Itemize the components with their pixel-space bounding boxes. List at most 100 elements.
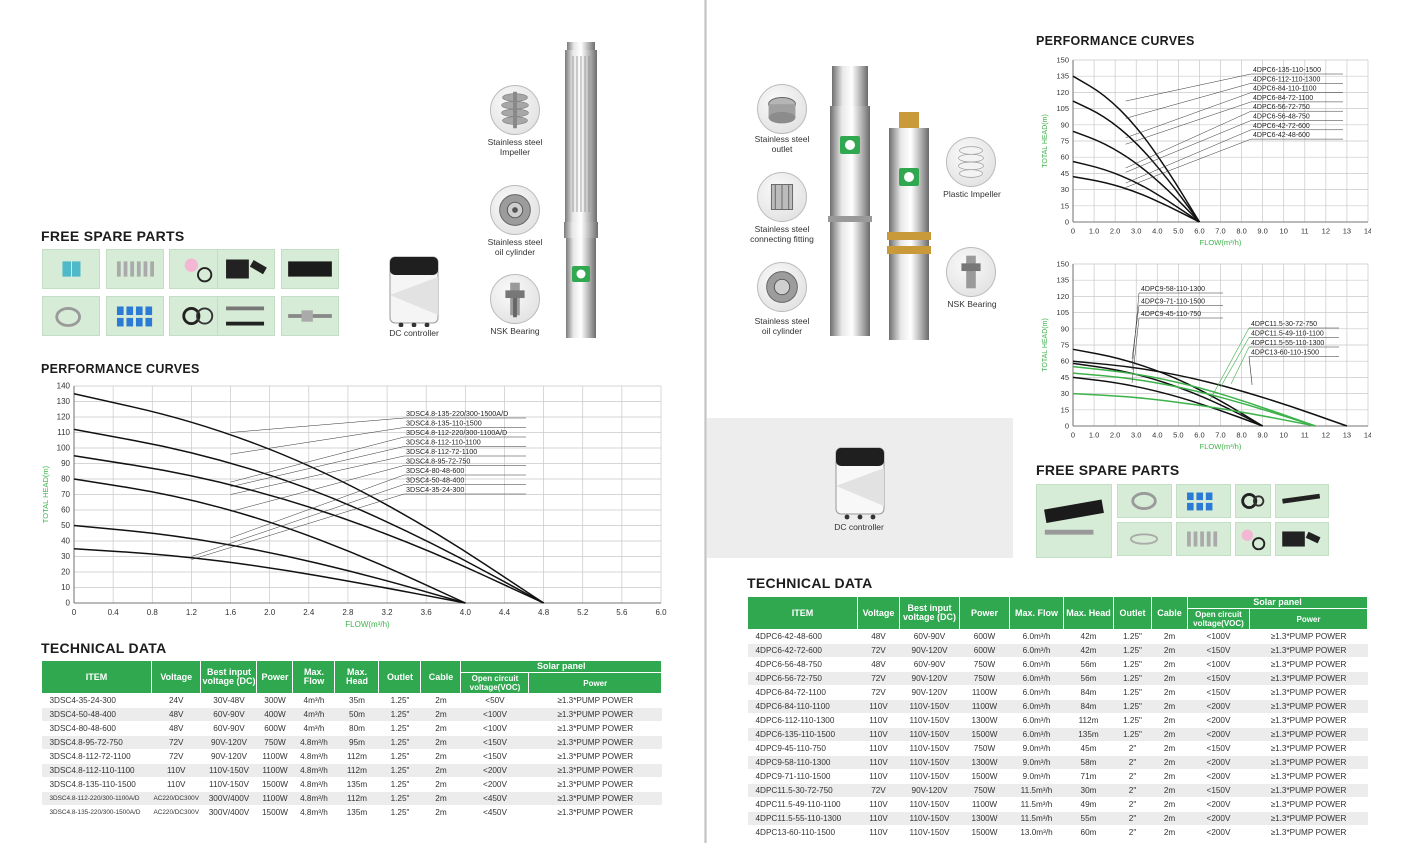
col-max-head: Max. Head <box>1063 596 1114 630</box>
table-cell: 56m <box>1063 657 1114 672</box>
table-cell: 4.8m³/h <box>292 805 335 820</box>
table-cell: 1300W <box>959 755 1010 770</box>
dc-controller-image <box>387 255 441 328</box>
table-cell: 2m <box>420 721 461 736</box>
table-cell: 45m <box>1063 741 1114 756</box>
table-cell: 110V-150V <box>899 797 960 812</box>
series-line <box>1072 130 1200 223</box>
callout-leader <box>1125 73 1252 102</box>
table-cell: 48V <box>151 707 201 722</box>
y-tick-label: 130 <box>57 397 71 406</box>
table-cell: 2m <box>1151 755 1188 770</box>
outlet-image <box>757 84 807 134</box>
rubber-pad-icon <box>281 249 339 289</box>
y-tick-label: 30 <box>61 552 70 561</box>
table-cell: 2m <box>1151 797 1188 812</box>
table-cell: 2m <box>420 763 461 778</box>
callout-leader <box>1125 120 1252 173</box>
table-cell: 3DSC4-35-24-300 <box>41 693 152 708</box>
table-cell: 2" <box>1113 811 1152 826</box>
table-cell: 3DSC4.8-112-72-1100 <box>41 749 152 764</box>
table-cell: 2m <box>1151 727 1188 742</box>
y-tick-label: 90 <box>1061 324 1069 333</box>
table-cell: 6.0m³/h <box>1009 671 1064 686</box>
table-cell: 110V <box>857 797 900 812</box>
series-line <box>73 524 466 604</box>
col-voc: Open circuit voltage(VOC) <box>460 672 530 694</box>
table-cell: 300V/400V <box>200 791 257 806</box>
bolts-icon <box>106 249 164 289</box>
callout-leader <box>1131 317 1140 383</box>
series-line <box>73 478 466 604</box>
col-solar-power: Power <box>1249 608 1368 630</box>
series-line <box>1072 376 1263 427</box>
table-cell: 4DPC6-84-110-1100 <box>747 699 858 714</box>
plastic-impeller-label: Plastic Impeller <box>943 189 1001 199</box>
series-callout-label: 3DSC4.8-112-110-1100 <box>406 438 481 447</box>
technical-data-title-right: TECHNICAL DATA <box>747 575 873 591</box>
callout-leader <box>191 493 405 560</box>
x-tick-label: 2.0 <box>1110 431 1120 440</box>
table-cell: 4DPC6-84-72-1100 <box>747 685 858 700</box>
table-cell: 1100W <box>959 685 1010 700</box>
table-cell: <200V <box>1187 713 1250 728</box>
plastic-impeller-image <box>946 137 996 187</box>
table-cell: 1500W <box>256 777 293 792</box>
table-cell: 11.5m³/h <box>1009 811 1064 826</box>
table-cell: 1.25" <box>378 749 421 764</box>
x-axis-label: FLOW(m³/h) <box>1200 238 1242 247</box>
table-cell: ≥1.3*PUMP POWER <box>1249 629 1368 644</box>
y-tick-label: 140 <box>57 382 71 391</box>
callout-leader <box>230 446 405 487</box>
table-cell: 3DSC4-50-48-400 <box>41 707 152 722</box>
series-line <box>73 455 544 604</box>
connecting-fitting-image <box>757 172 807 222</box>
series-callout-label: 4DPC6-84-72-1100 <box>1253 95 1313 102</box>
cable-icon <box>1117 522 1172 556</box>
table-cell: 110V-150V <box>899 825 960 840</box>
table-cell: 4.8m³/h <box>292 735 335 750</box>
cable-gland-icon <box>1275 522 1329 556</box>
table-cell: 1.25" <box>378 721 421 736</box>
series-callout-label: 4DPC9-58-110-1300 <box>1141 286 1205 293</box>
table-cell: 2m <box>1151 657 1188 672</box>
table-cell: <200V <box>1187 825 1250 840</box>
table-cell: 4m³/h <box>292 721 335 736</box>
y-tick-label: 15 <box>1061 405 1069 414</box>
series-line <box>1072 348 1264 427</box>
table-cell: 6.0m³/h <box>1009 699 1064 714</box>
table-cell: 84m <box>1063 685 1114 700</box>
table-cell: 1.25" <box>1113 629 1152 644</box>
table-cell: 110V <box>857 699 900 714</box>
oil-cylinder-label: Stainless steel oil cylinder <box>487 237 543 257</box>
x-tick-label: 6.0 <box>1194 227 1204 236</box>
table-cell: AC220/DC300V <box>151 805 201 820</box>
col-solar-power: Power <box>528 672 662 694</box>
y-tick-label: 110 <box>57 428 70 437</box>
series-callout-label: 4DPC9-45-110-750 <box>1141 311 1201 318</box>
table-cell: 2m <box>1151 671 1188 686</box>
table-cell: 110V <box>857 741 900 756</box>
y-tick-label: 60 <box>61 506 70 515</box>
y-axis-label: TOTAL HEAD(m) <box>41 465 50 523</box>
x-tick-label: 5.2 <box>577 608 589 617</box>
y-tick-label: 105 <box>1056 308 1069 317</box>
table-cell: <200V <box>460 763 529 778</box>
table-cell: 4DPC11.5-49-110-1100 <box>747 797 858 812</box>
table-cell: 4DPC9-45-110-750 <box>747 741 858 756</box>
x-tick-label: 4.0 <box>1152 431 1162 440</box>
dc-controller-panel: DC controller <box>707 418 1013 558</box>
table-cell: 60V-90V <box>899 629 960 644</box>
table-cell: 750W <box>959 657 1010 672</box>
col-power: Power <box>959 596 1010 630</box>
